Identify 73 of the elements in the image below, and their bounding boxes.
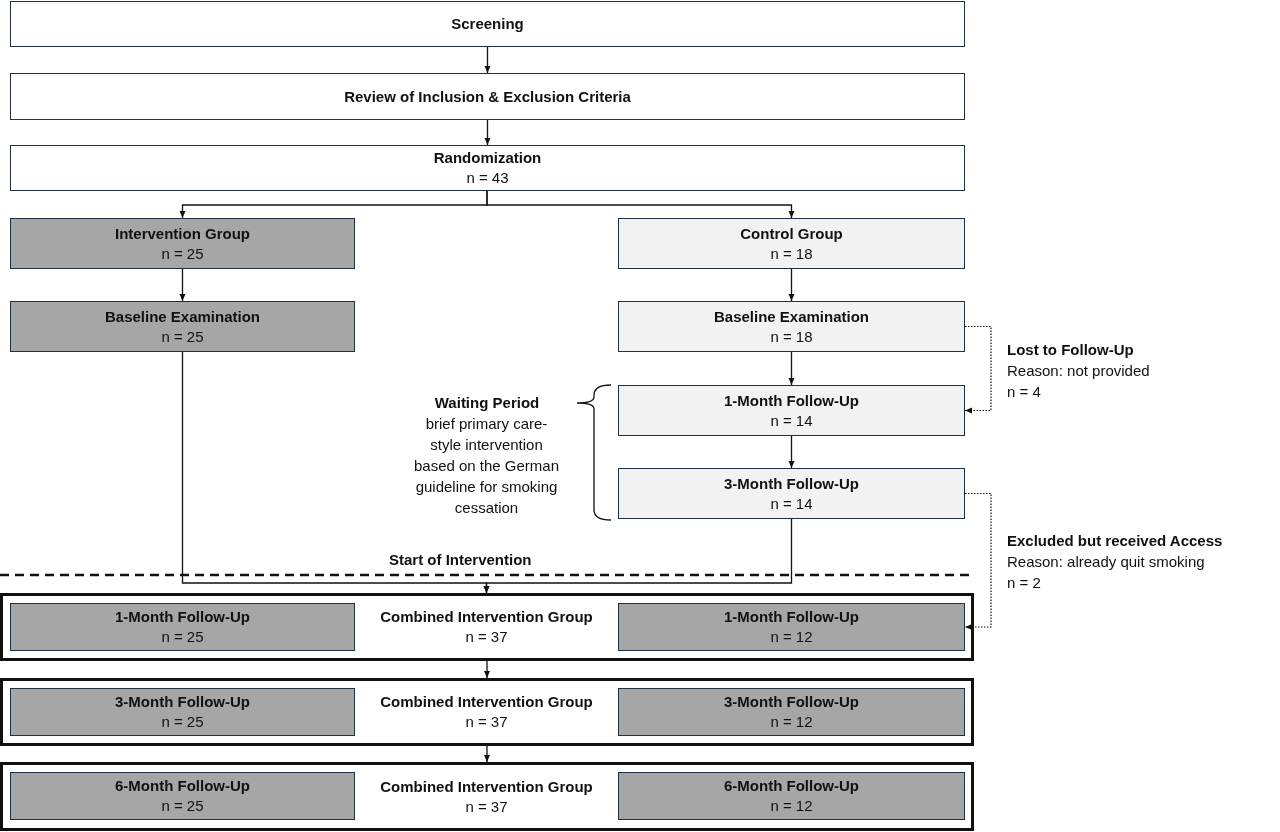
sample-size-text: n = 25 bbox=[161, 243, 204, 264]
box-heading: 3-Month Follow-Up bbox=[115, 692, 250, 712]
combined-group-box bbox=[0, 762, 974, 831]
intervention-arm-box bbox=[10, 218, 355, 269]
intervention-arm-box bbox=[618, 772, 965, 820]
process-box bbox=[10, 1, 965, 47]
sample-size-text: n = 25 bbox=[161, 627, 204, 647]
intervention-arm-box bbox=[10, 688, 355, 736]
box-heading: 1-Month Follow-Up bbox=[724, 607, 859, 627]
sample-size-text: n = 25 bbox=[161, 326, 204, 347]
flow-arrow bbox=[484, 745, 490, 763]
box-heading: Baseline Examination bbox=[104, 306, 261, 327]
control-arm-box bbox=[618, 468, 965, 519]
box-heading: 6-Month Follow-Up bbox=[724, 776, 859, 796]
box-heading: Intervention Group bbox=[115, 223, 250, 244]
sample-size-text: n = 43 bbox=[466, 168, 509, 188]
control-arm-box bbox=[618, 385, 965, 436]
flow-arrow bbox=[484, 119, 491, 146]
annotation-heading: Excluded but received Access bbox=[1007, 531, 1223, 551]
flow-arrow bbox=[483, 518, 793, 594]
box-heading: 1-Month Follow-Up bbox=[115, 607, 250, 627]
sample-size-text: n = 18 bbox=[770, 243, 813, 264]
box-heading: Combined Intervention Group bbox=[380, 692, 593, 712]
box-heading: 1-Month Follow-Up bbox=[724, 390, 859, 411]
box-heading: Combined Intervention Group bbox=[380, 776, 593, 797]
count-text: n = 4 bbox=[1007, 382, 1041, 402]
annotation-text: brief primary care-style intervention based on the German guideline for smoking cessation bbox=[412, 414, 561, 518]
sample-size-text: n = 18 bbox=[770, 326, 813, 347]
process-box bbox=[10, 73, 965, 120]
sample-size-text: n = 25 bbox=[161, 796, 204, 816]
count-text: n = 2 bbox=[1007, 573, 1041, 593]
box-heading: Randomization bbox=[433, 148, 542, 168]
intervention-arm-box bbox=[10, 603, 355, 651]
intervention-arm-box bbox=[10, 301, 355, 352]
box-heading: Baseline Examination bbox=[713, 306, 870, 327]
sample-size-text: n = 37 bbox=[465, 712, 508, 732]
annotation-heading: Lost to Follow-Up bbox=[1007, 340, 1134, 360]
box-heading: Review of Inclusion & Exclusion Criteria bbox=[344, 86, 631, 107]
flow-arrow bbox=[788, 268, 795, 302]
flow-arrow bbox=[788, 351, 795, 386]
box-heading: Combined Intervention Group bbox=[380, 607, 593, 627]
sample-size-text: n = 37 bbox=[465, 796, 508, 817]
sample-size-text: n = 14 bbox=[770, 493, 813, 514]
flow-arrow bbox=[788, 435, 795, 469]
box-heading: 3-Month Follow-Up bbox=[724, 473, 859, 494]
box-heading: Screening bbox=[451, 14, 524, 34]
sample-size-text: n = 25 bbox=[161, 712, 204, 732]
combined-group-box bbox=[0, 593, 974, 661]
phase-label: Start of Intervention bbox=[389, 550, 532, 570]
control-arm-box bbox=[618, 301, 965, 352]
annotation-text: Reason: not provided bbox=[1007, 361, 1150, 381]
flow-arrow bbox=[484, 660, 490, 679]
box-heading: 6-Month Follow-Up bbox=[115, 776, 250, 796]
intervention-arm-box bbox=[10, 772, 355, 820]
sample-size-text: n = 37 bbox=[465, 627, 508, 647]
process-box bbox=[10, 145, 965, 191]
flow-arrow bbox=[486, 190, 795, 219]
dotted-arrow bbox=[964, 492, 992, 630]
combined-group-box bbox=[0, 678, 974, 746]
annotation-text: Reason: already quit smoking bbox=[1007, 552, 1205, 572]
box-heading: 3-Month Follow-Up bbox=[724, 692, 859, 712]
sample-size-text: n = 12 bbox=[770, 627, 813, 647]
sample-size-text: n = 14 bbox=[770, 410, 813, 431]
control-arm-box bbox=[618, 218, 965, 269]
annotation-heading: Waiting Period bbox=[434, 393, 540, 413]
flow-arrow bbox=[484, 46, 491, 74]
intervention-arm-box bbox=[618, 603, 965, 651]
sample-size-text: n = 12 bbox=[770, 796, 813, 816]
dotted-arrow bbox=[964, 325, 992, 414]
flow-arrow bbox=[179, 268, 186, 302]
sample-size-text: n = 12 bbox=[770, 712, 813, 732]
intervention-arm-box bbox=[618, 688, 965, 736]
box-heading: Control Group bbox=[740, 223, 843, 244]
